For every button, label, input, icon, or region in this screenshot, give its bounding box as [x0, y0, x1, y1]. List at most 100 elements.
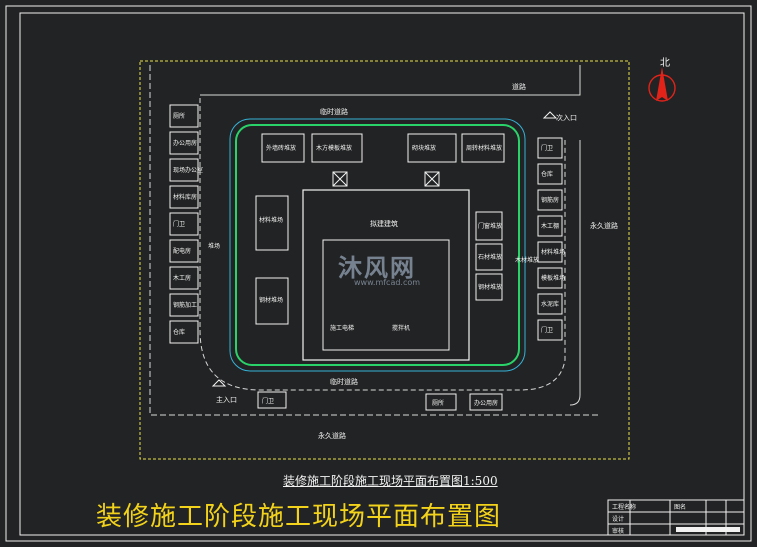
site-boundary	[139, 60, 630, 460]
watermark-url: www.mfcad.com	[354, 278, 421, 287]
inner-right-box-3	[475, 273, 503, 301]
drawing-subtitle: 装修施工阶段施工现场平面布置图1:500	[283, 474, 498, 488]
inner-left-label-2: 钢材堆场	[259, 296, 283, 304]
road-label-bottom: 临时道路	[330, 377, 358, 386]
left-facility-box-7	[169, 266, 199, 290]
left-facility-label-2: 办公用房	[173, 139, 197, 147]
building-core-label-2: 搅拌机	[392, 324, 410, 332]
inner-left-box-2	[255, 277, 289, 325]
left-facility-box-9	[169, 320, 199, 344]
title-block-cell-1: 工程名称	[612, 503, 636, 511]
right-facility-label-2: 仓库	[541, 170, 553, 178]
inner-right-box-2	[475, 243, 503, 271]
bottom-box-3	[469, 393, 503, 411]
left-facility-label-8: 钢筋加工	[173, 301, 197, 309]
left-facility-label-5: 门卫	[173, 220, 185, 228]
left-facility-box-2	[169, 131, 199, 155]
inner-right-label-4: 木材堆放	[515, 256, 539, 264]
inner-frame	[19, 12, 745, 536]
left-facility-label-3: 现场办公室	[173, 166, 203, 174]
right-facility-box-2	[537, 163, 563, 185]
left-facility-box-4	[169, 185, 199, 209]
road-edge-right	[569, 140, 581, 406]
inner-top-box-4	[461, 133, 505, 163]
north-arrow-icon	[648, 67, 676, 102]
left-facility-box-5	[169, 212, 199, 236]
bottom-box-label-3: 办公用房	[474, 399, 498, 407]
inner-left-box-1	[255, 195, 289, 251]
road-label-top-right: 道路	[512, 82, 526, 91]
inner-top-label-1: 外墙砖堆放	[266, 144, 296, 152]
inner-right-box-1	[475, 211, 503, 241]
inner-top-label-3: 砌块堆放	[412, 144, 436, 152]
tower-crane-marker-1	[332, 171, 348, 187]
inner-top-label-2: 木方模板堆放	[316, 144, 352, 152]
inner-top-label-4: 周转材料堆放	[466, 144, 502, 152]
inner-left-label-3: 堆场	[208, 242, 220, 250]
right-facility-label-6: 模板堆场	[541, 274, 565, 282]
left-facility-label-1: 厕所	[173, 112, 185, 120]
inner-top-box-1	[261, 133, 305, 163]
road-edge-left	[149, 65, 598, 416]
bottom-box-label-2: 厕所	[432, 399, 444, 407]
entrance-right-label: 次入口	[556, 113, 577, 122]
building-core-label-1: 施工电梯	[330, 324, 354, 332]
road-label-top: 临时道路	[320, 107, 348, 116]
left-facility-box-6	[169, 239, 199, 263]
water-supply-line	[229, 118, 526, 372]
road-label-main-right: 永久道路	[590, 221, 618, 230]
inner-right-label-1: 门窗堆放	[478, 222, 502, 230]
inner-right-label-3: 钢材堆放	[478, 283, 502, 291]
drawing-title: 装修施工阶段施工现场平面布置图	[96, 502, 502, 532]
site-fence	[235, 124, 520, 366]
title-block	[607, 499, 745, 536]
left-facility-label-7: 木工房	[173, 274, 191, 282]
outer-frame	[5, 5, 752, 542]
right-facility-label-5: 材料堆场	[541, 248, 565, 256]
entrance-left-label: 主入口	[216, 395, 237, 404]
right-facility-label-4: 木工棚	[541, 222, 559, 230]
left-facility-label-9: 仓库	[173, 328, 185, 336]
title-block-cell-2: 图名	[674, 503, 686, 511]
left-facility-label-4: 材料库房	[173, 193, 197, 201]
left-facility-label-6: 配电房	[173, 247, 191, 255]
building-core	[322, 239, 450, 351]
right-facility-label-1: 门卫	[541, 144, 553, 152]
watermark-text: 沐风网	[338, 254, 416, 282]
title-block-cell-4: 审核	[612, 527, 624, 535]
right-facility-box-1	[537, 137, 563, 159]
right-facility-box-6	[537, 267, 563, 289]
left-facility-box-1	[169, 104, 199, 128]
right-facility-box-8	[537, 319, 563, 341]
right-facility-box-3	[537, 189, 563, 211]
title-block-cell-3: 设计	[612, 515, 624, 523]
left-facility-box-3	[169, 158, 199, 182]
right-facility-label-7: 水泥库	[541, 300, 559, 308]
road-edge-top	[200, 65, 581, 96]
right-facility-label-8: 门卫	[541, 326, 553, 334]
bottom-box-label-1: 门卫	[262, 397, 274, 405]
north-label: 北	[660, 58, 670, 69]
right-facility-box-4	[537, 215, 563, 237]
right-facility-label-3: 钢筋房	[541, 196, 559, 204]
left-facility-box-8	[169, 293, 199, 317]
entrance-right-icon	[542, 111, 558, 119]
inner-top-box-3	[407, 133, 457, 163]
building-footprint	[302, 189, 470, 361]
bottom-box-2	[425, 393, 457, 411]
road-label-main-bottom: 永久道路	[318, 431, 346, 440]
right-facility-box-5	[537, 241, 563, 263]
entrance-left-icon	[211, 379, 227, 387]
temporary-road-outline	[199, 98, 566, 391]
bottom-box-1	[257, 391, 287, 409]
right-facility-box-7	[537, 293, 563, 315]
building-label: 拟建建筑	[370, 219, 398, 228]
inner-right-label-2: 石材堆放	[478, 253, 502, 261]
inner-top-box-2	[311, 133, 363, 163]
inner-left-label-1: 材料堆场	[259, 216, 283, 224]
tower-crane-marker-2	[424, 171, 440, 187]
